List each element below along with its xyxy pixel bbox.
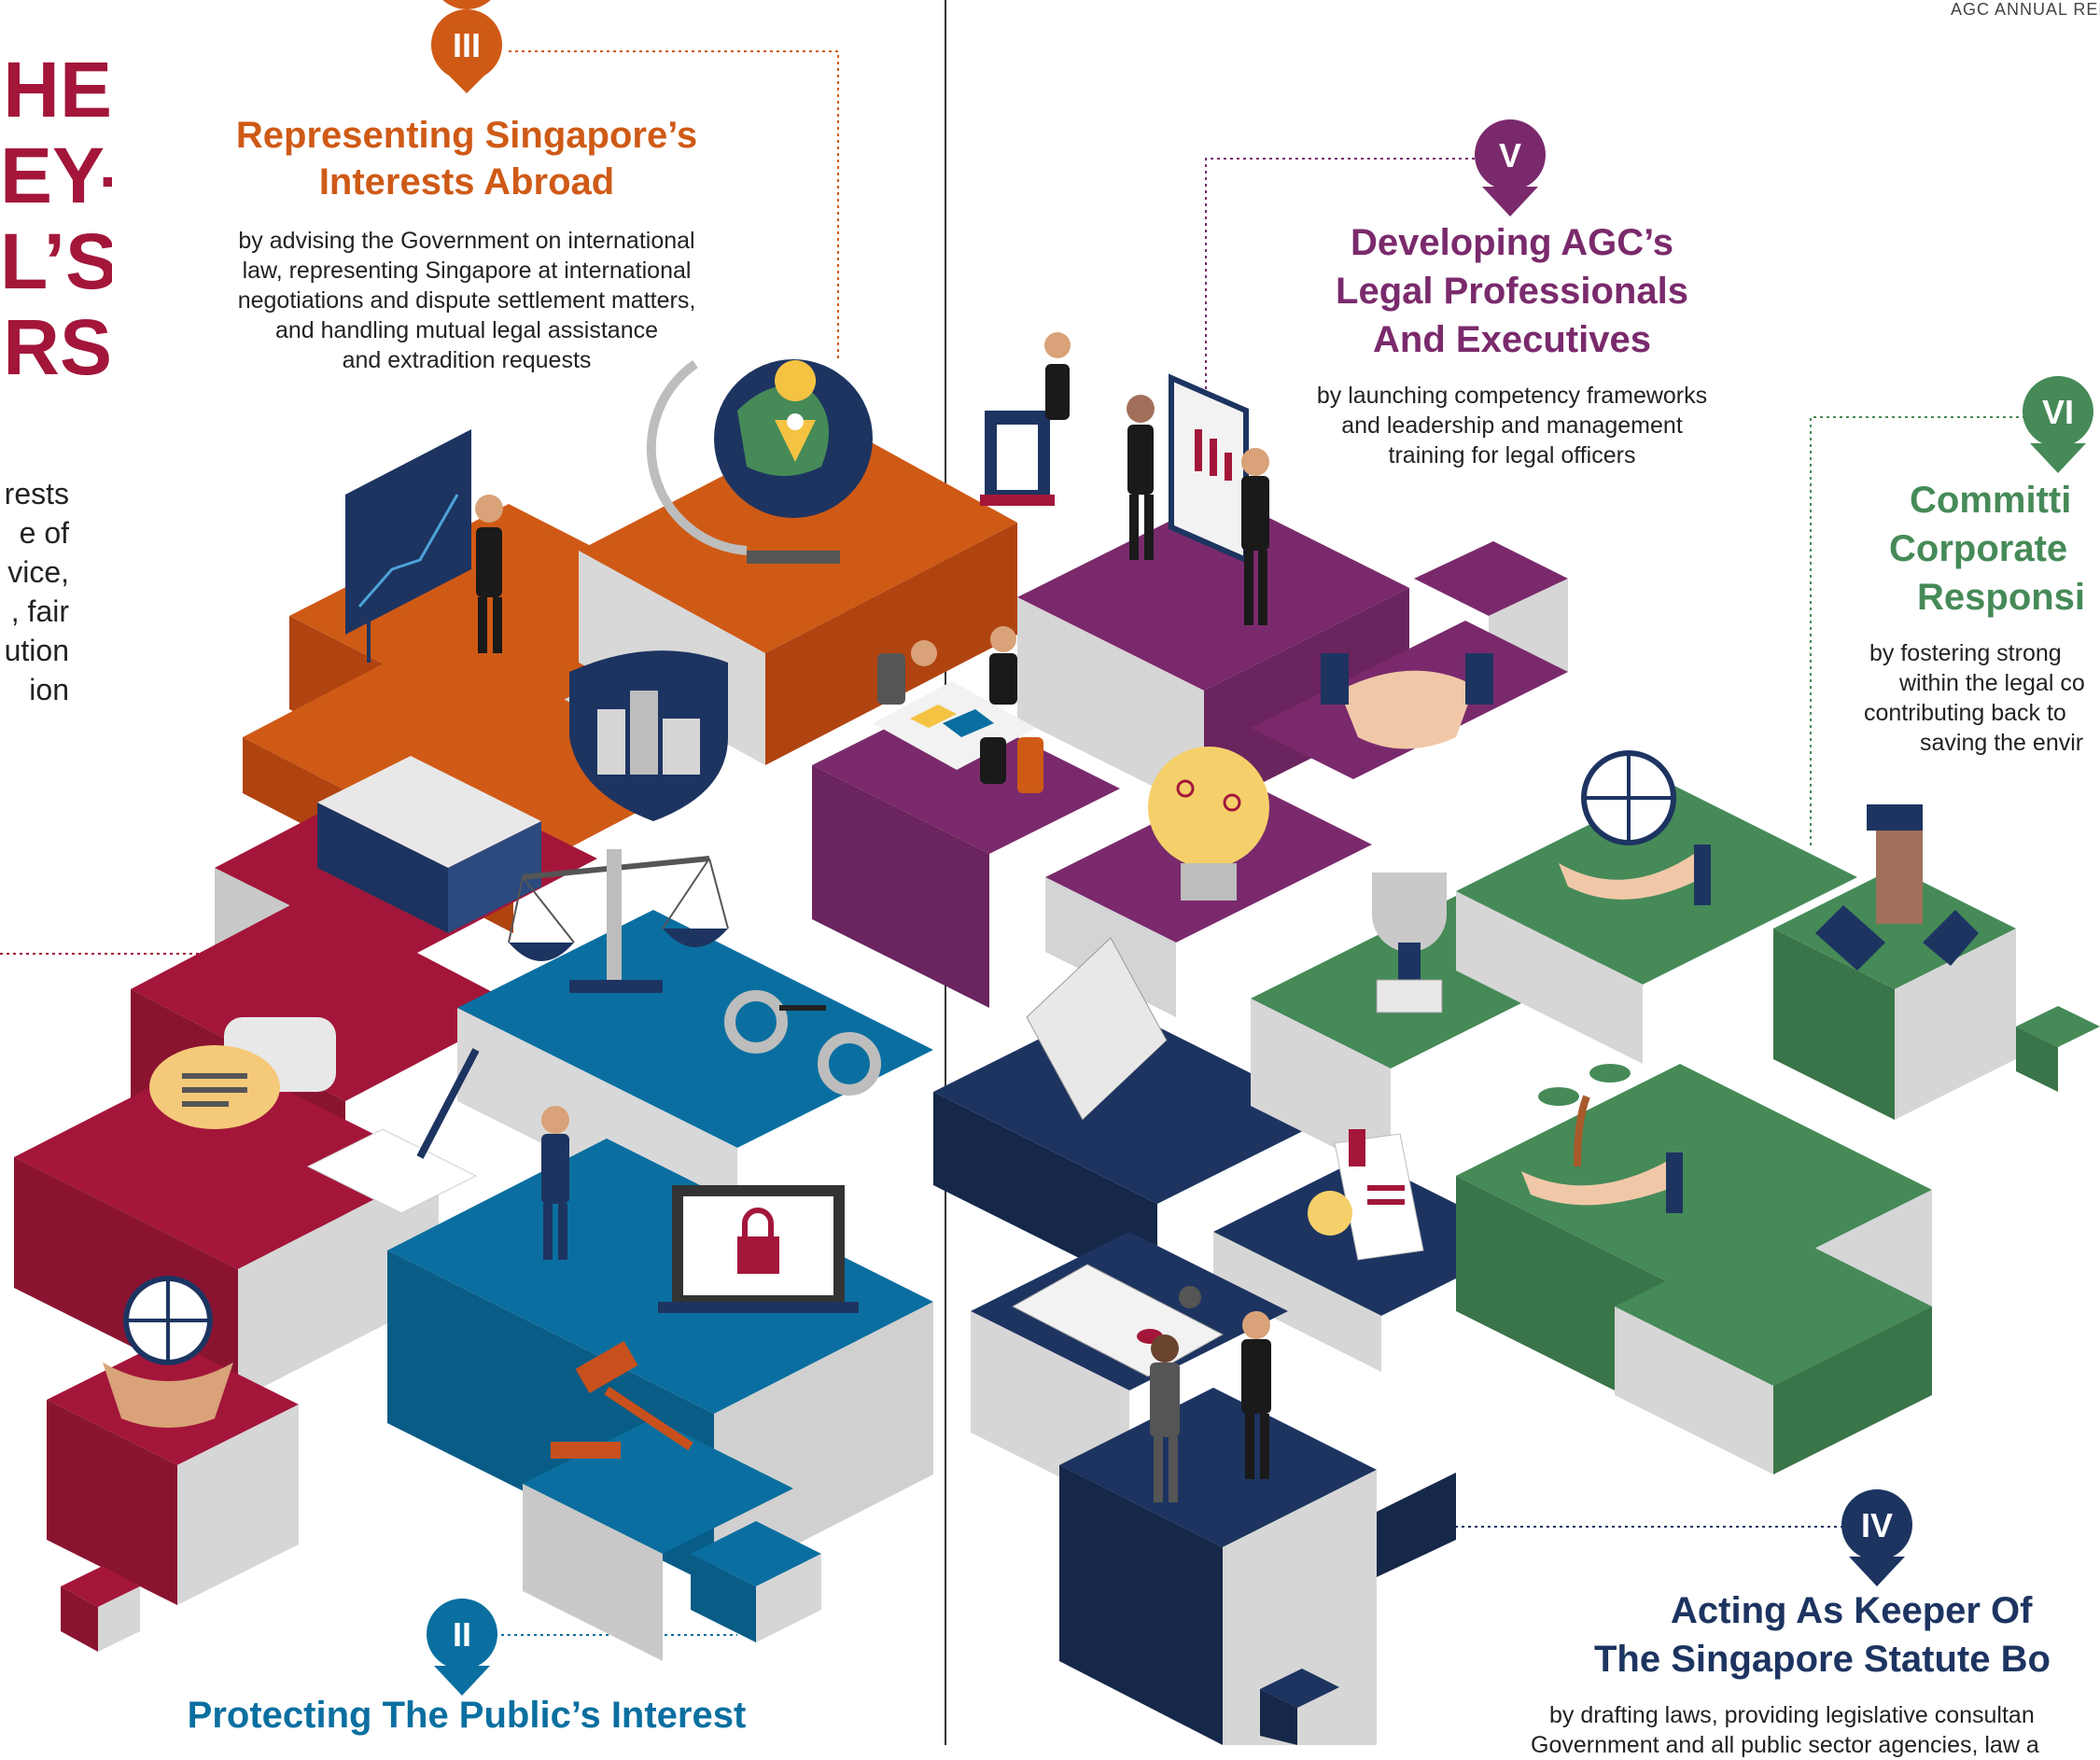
speech-bubbles-icon bbox=[149, 1017, 336, 1129]
handcuffs-icon bbox=[724, 990, 881, 1096]
trophy-icon bbox=[1372, 873, 1447, 1013]
leader-line-v bbox=[1205, 158, 1475, 392]
intro-line-4: , fair bbox=[10, 594, 69, 628]
lightbulb-icon bbox=[1148, 747, 1269, 901]
pin-vi-label: VI bbox=[2042, 393, 2074, 431]
section-iii-desc-line-3: negotiations and dispute settlement matt… bbox=[237, 287, 696, 314]
section-iii-desc-line-5: and extradition requests bbox=[342, 347, 592, 373]
shield-icon bbox=[569, 650, 728, 821]
section-v-desc-line-1: by launching competency frameworks bbox=[1316, 383, 1708, 409]
pin-v-label: V bbox=[1499, 136, 1521, 175]
stacked-hands-icon bbox=[1815, 804, 1979, 971]
section-iv-title: Acting As Keeper Of The Singapore Statut… bbox=[1587, 1586, 2100, 1683]
section-iv-desc-line-1: by drafting laws, providing legislative … bbox=[1549, 1702, 2035, 1728]
intro-text-fragment: rests e of vice, , fair ution ion bbox=[0, 474, 69, 709]
pin-ii-label: II bbox=[453, 1615, 471, 1654]
section-iii-title: Representing Singapore’s Interests Abroa… bbox=[196, 112, 737, 205]
legal-document-icon bbox=[1308, 1129, 1424, 1261]
section-ii-title-line-1: Protecting The Public’s Interest bbox=[187, 1695, 747, 1736]
section-ii-title: Protecting The Public’s Interest bbox=[131, 1691, 803, 1739]
section-vi-desc-line-1: by fostering strong bbox=[1869, 640, 2062, 666]
chart-board-icon bbox=[345, 429, 471, 663]
intro-line-6: ion bbox=[29, 673, 69, 706]
presentation-board-icon bbox=[1169, 373, 1249, 565]
section-iv-desc-line-2: Government and all public sector agencie… bbox=[1531, 1732, 2039, 1758]
pin-iv-label: IV bbox=[1861, 1506, 1893, 1544]
section-vi-title-line-2: Corporate bbox=[1889, 528, 2068, 569]
section-v-title-line-1: Developing AGC’s bbox=[1351, 222, 1673, 263]
title-line-2: EY- bbox=[0, 132, 112, 219]
section-iii-title-line-2: Interests Abroad bbox=[318, 161, 615, 203]
section-v-desc-line-2: and leadership and management bbox=[1341, 412, 1683, 439]
title-line-4: RS bbox=[3, 303, 112, 390]
section-vi-title-line-3: Responsi bbox=[1917, 577, 2086, 618]
section-vi-desc-line-2: within the legal co bbox=[1899, 670, 2085, 696]
section-v-title-line-3: And Executives bbox=[1373, 319, 1651, 360]
running-head: AGC ANNUAL REPORT bbox=[1951, 0, 2100, 19]
podium-icon bbox=[980, 411, 1055, 506]
section-vi-desc-line-4: saving the envir bbox=[1920, 730, 2084, 756]
scales-of-justice-icon bbox=[508, 849, 729, 993]
handshake-icon bbox=[1321, 653, 1493, 749]
gavel-icon bbox=[551, 1341, 693, 1459]
spread-title-fragment: HE EY- L’S RS bbox=[0, 47, 112, 390]
title-line-3: L’S bbox=[0, 217, 112, 305]
globe-icon bbox=[646, 359, 873, 564]
handshake-globe-icon bbox=[103, 1276, 233, 1428]
section-iv-title-line-1: Acting As Keeper Of bbox=[1671, 1590, 2033, 1631]
section-iii-desc-line-2: law, representing Singapore at internati… bbox=[242, 258, 692, 284]
blue-blocks bbox=[387, 910, 933, 1661]
government-building-icon bbox=[317, 756, 541, 933]
purple-blocks bbox=[812, 495, 1568, 1017]
section-vi-title: Committi Corporate Responsi bbox=[1876, 476, 2100, 622]
section-v-title-line-2: Legal Professionals bbox=[1336, 271, 1688, 312]
leader-line-iii bbox=[509, 50, 839, 359]
document-pen-icon bbox=[306, 1048, 480, 1214]
pin-iii-label: III bbox=[453, 26, 481, 64]
section-iii-description: by advising the Government on internatio… bbox=[187, 226, 747, 375]
title-line-1: HE bbox=[3, 47, 112, 133]
section-vi-description: by fostering strong within the legal co … bbox=[1862, 638, 2100, 758]
section-iii-title-line-1: Representing Singapore’s bbox=[235, 115, 698, 156]
pin-vi: VI bbox=[2023, 376, 2093, 473]
intro-line-1: rests bbox=[4, 477, 69, 510]
globe-hand-icon bbox=[1559, 750, 1711, 905]
intro-line-5: ution bbox=[4, 634, 69, 667]
intro-line-2: e of bbox=[19, 516, 69, 550]
intro-line-3: vice, bbox=[7, 555, 69, 589]
section-vi-title-line-1: Committi bbox=[1910, 480, 2072, 521]
section-vi-desc-line-3: contributing back to bbox=[1864, 700, 2066, 726]
section-iii-desc-line-1: by advising the Government on internatio… bbox=[238, 228, 695, 254]
section-v-description: by launching competency frameworks and l… bbox=[1269, 381, 1755, 470]
laptop-article-icon bbox=[1026, 937, 1232, 1152]
navy-blocks bbox=[933, 1003, 1531, 1745]
pin-ii: II bbox=[427, 1599, 497, 1696]
section-iv-title-line-2: The Singapore Statute Bo bbox=[1594, 1639, 2051, 1680]
lock-laptop-icon bbox=[658, 1185, 859, 1313]
plant-hand-icon bbox=[1521, 1064, 1683, 1213]
section-iii-desc-line-4: and handling mutual legal assistance bbox=[275, 317, 658, 343]
section-iv-description: by drafting laws, providing legislative … bbox=[1531, 1700, 2100, 1760]
pin-iii: III bbox=[431, 0, 502, 93]
section-v-title: Developing AGC’s Legal Professionals And… bbox=[1269, 218, 1755, 364]
section-v-desc-line-3: training for legal officers bbox=[1388, 442, 1636, 468]
people-figures bbox=[475, 332, 1271, 1502]
pin-v: V bbox=[1475, 119, 1546, 217]
pin-iv: IV bbox=[1841, 1489, 1912, 1586]
